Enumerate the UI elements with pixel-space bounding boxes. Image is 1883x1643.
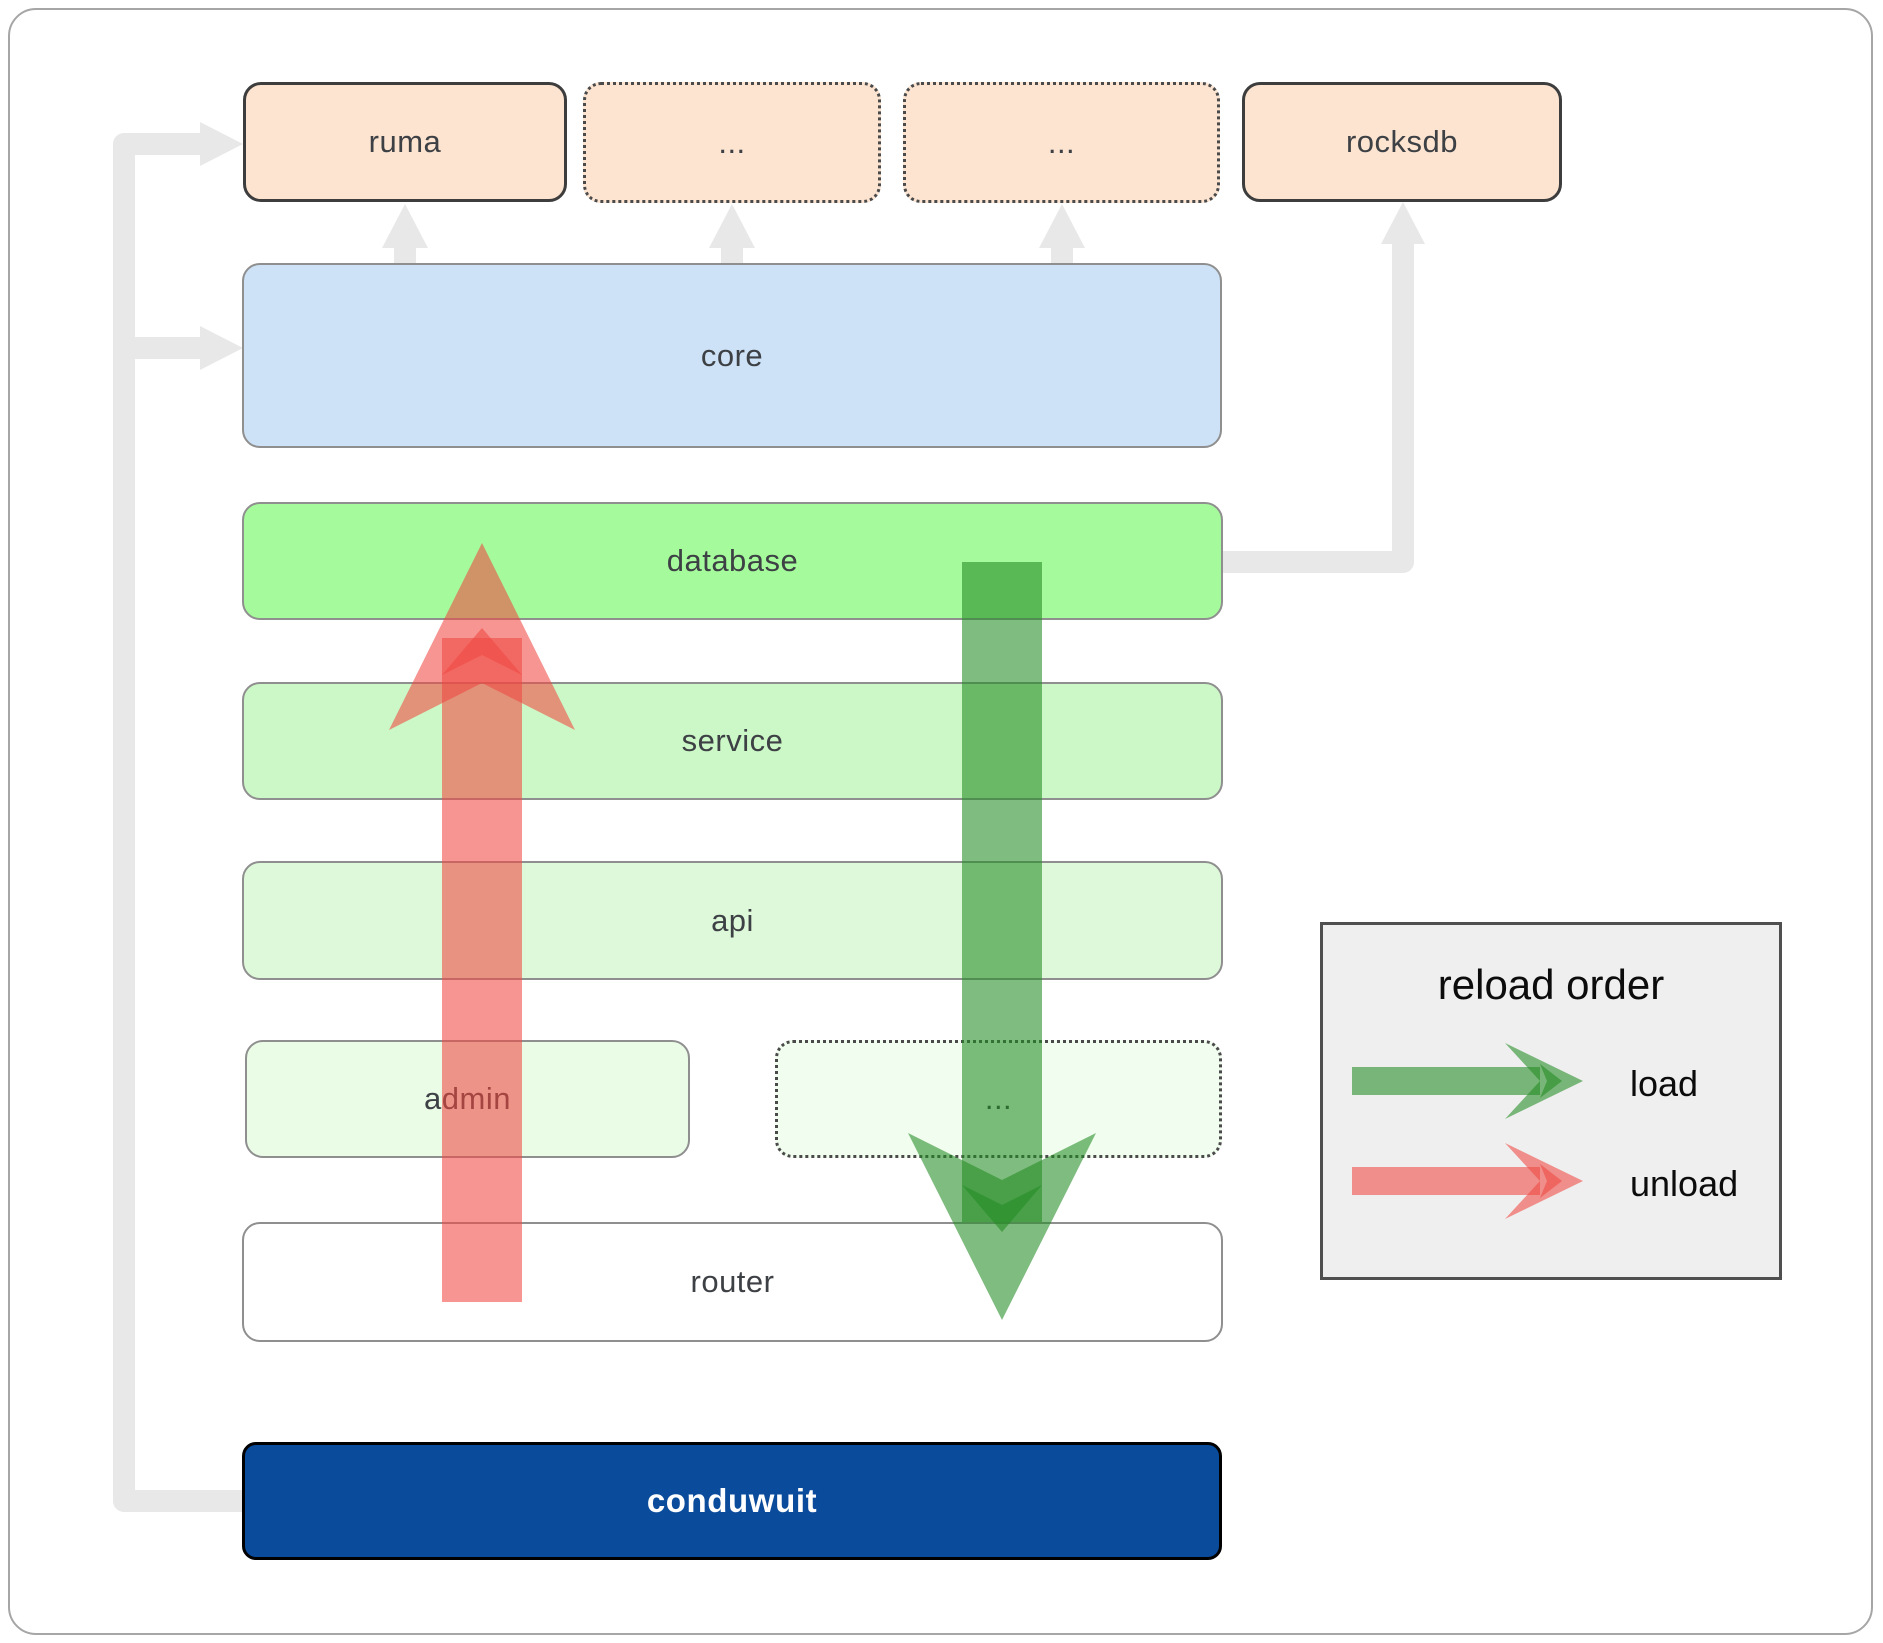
box-ellipsis-2-label: ... bbox=[1047, 124, 1076, 160]
box-service-label: service bbox=[681, 723, 784, 758]
box-router-label: router bbox=[690, 1264, 775, 1299]
box-ruma-label: ruma bbox=[368, 124, 442, 159]
box-admin-label: admin bbox=[424, 1081, 511, 1116]
legend-unload-label: unload bbox=[1630, 1163, 1739, 1204]
box-api: api bbox=[242, 861, 1223, 980]
box-router: router bbox=[242, 1222, 1223, 1342]
box-rocksdb-label: rocksdb bbox=[1345, 124, 1459, 159]
box-conduwuit: conduwuit bbox=[242, 1442, 1222, 1560]
box-ellipsis-1-label: ... bbox=[718, 124, 746, 160]
box-ruma: ruma bbox=[243, 82, 567, 202]
box-api-label: api bbox=[711, 902, 754, 938]
box-core-label: core bbox=[700, 337, 764, 373]
box-ellipsis-2: ... bbox=[903, 82, 1220, 203]
box-service: service bbox=[242, 682, 1223, 800]
legend-reload-order: reload order load unload bbox=[1320, 922, 1782, 1280]
box-conduwuit-label: conduwuit bbox=[646, 1482, 818, 1519]
legend-title: reload order bbox=[1437, 961, 1665, 1008]
box-rocksdb: rocksdb bbox=[1242, 82, 1562, 202]
box-ellipsis-3-label: ... bbox=[984, 1081, 1013, 1116]
legend-load-label: load bbox=[1630, 1063, 1699, 1104]
box-admin: admin bbox=[245, 1040, 690, 1158]
box-ellipsis-3: ... bbox=[775, 1040, 1222, 1158]
page-border bbox=[8, 8, 1873, 1635]
box-database-label: database bbox=[666, 543, 799, 578]
box-core: core bbox=[242, 263, 1222, 448]
box-database: database bbox=[242, 502, 1223, 620]
box-ellipsis-1: ... bbox=[583, 82, 881, 203]
